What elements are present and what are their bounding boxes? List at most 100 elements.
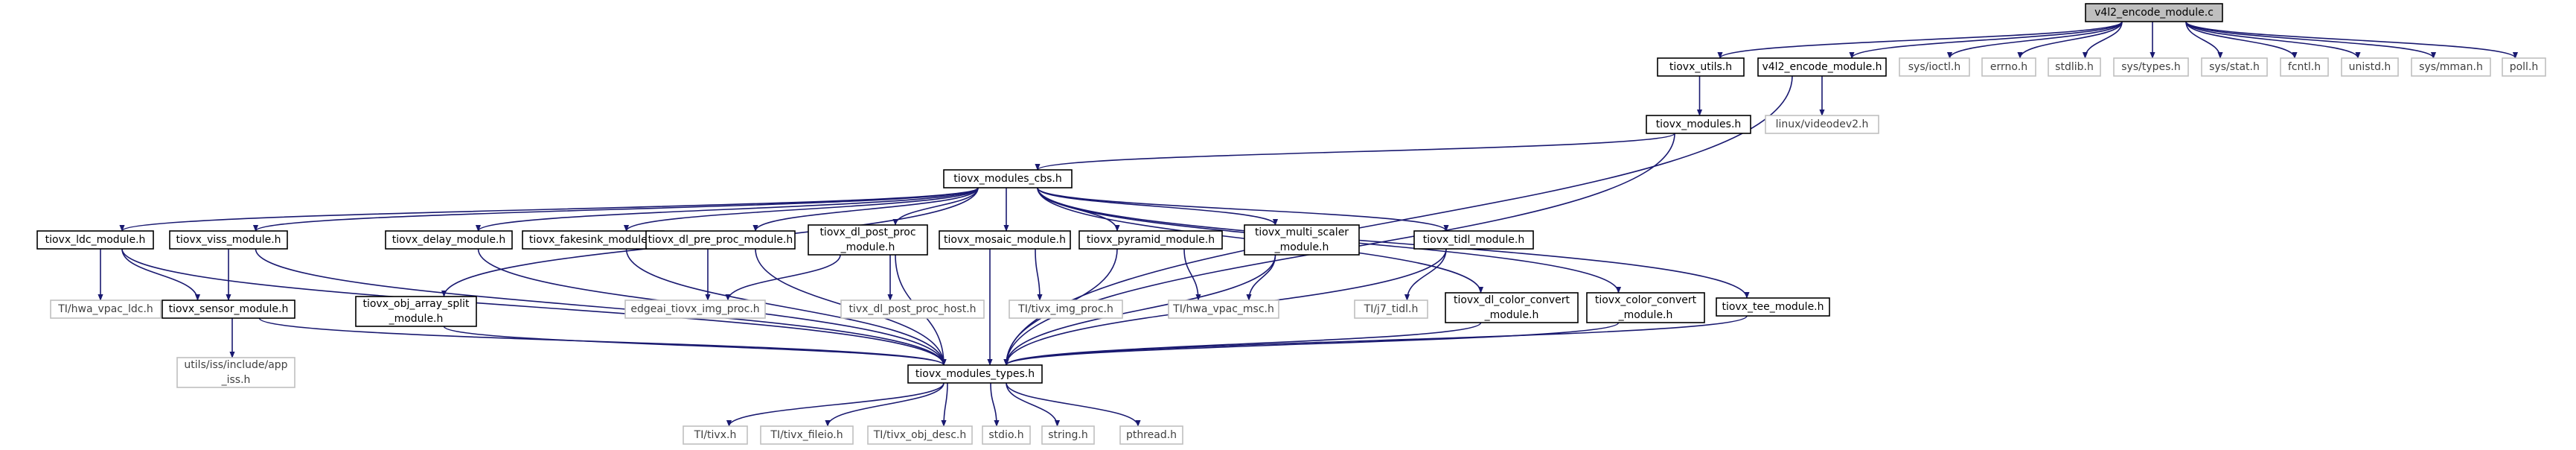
edge-root-to-errno [2017,21,2123,59]
edge-types-to-obj_desc [941,382,948,427]
node-box-pyramid [1078,230,1223,250]
node-sys_types: sys/types.h [2113,57,2189,77]
node-label-delay: tiovx_delay_module.h [392,234,506,246]
edge-dl_post-to-edgeai_img [725,254,841,301]
node-label-obj_desc: TI/tivx_obj_desc.h [873,429,967,441]
node-label-dl_pre: tiovx_dl_pre_proc_module.h [648,234,793,246]
node-mosaic[interactable]: tiovx_mosaic_module.h [939,230,1071,250]
node-box-pthread [1119,425,1183,445]
node-delay[interactable]: tiovx_delay_module.h [385,230,513,250]
node-color_convert[interactable]: tiovx_color_convert_module.h [1586,292,1705,323]
node-box-viss [169,230,288,250]
node-root[interactable]: v4l2_encode_module.c [2085,3,2223,22]
node-label-pyramid: tiovx_pyramid_module.h [1087,234,1215,246]
node-cbs[interactable]: tiovx_modules_cbs.h [943,169,1073,188]
node-dl_post_host: tivx_dl_post_proc_host.h [840,300,985,319]
nodes-layer: v4l2_encode_module.c tiovx_utils.h v4l2_en… [36,3,2546,445]
node-label-j7_tidl: TI/j7_tidl.h [1364,303,1419,315]
node-types[interactable]: tiovx_modules_types.h [907,364,1043,384]
node-box-obj_array [355,296,477,327]
node-ldc[interactable]: tiovx_ldc_module.h [36,230,154,250]
node-box-tee [1716,297,1830,317]
node-tivx: TI/tivx.h [683,425,748,445]
node-box-tiovx_utils [1657,57,1745,77]
edge-root-to-stdlib [2082,21,2123,59]
node-label-stdlib: stdlib.h [2055,61,2094,73]
edge-cbs-to-delay [476,187,979,232]
edge-cbs-to-viss [253,187,979,232]
node-label-stdio: stdio.h [988,429,1023,441]
node-box-stdio [982,425,1031,445]
edge-tee-to-types [1003,315,1748,366]
node-label-fcntl: fcntl.h [2288,61,2321,73]
node-hwa_ldc: TI/hwa_vpac_ldc.h [50,300,162,319]
node-label-viss: tiovx_viss_module.h [176,234,281,246]
node-box-sys_ioctl [1899,57,1970,77]
node-box-videodev2 [1765,115,1879,134]
node-box-hwa_ldc [50,300,162,319]
node-sys_ioctl: sys/ioctl.h [1899,57,1970,77]
edge-cbs-to-fakesink [624,187,979,232]
node-box-dl_color [1445,292,1579,323]
node-label-pthread: pthread.h [1126,429,1177,441]
node-pthread: pthread.h [1119,425,1183,445]
node-dl_pre[interactable]: tiovx_dl_pre_proc_module.h [645,230,796,250]
node-tivx_img_proc: TI/tivx_img_proc.h [1009,300,1123,319]
edge-cbs-to-dl_pre [752,187,979,232]
node-dl_color[interactable]: tiovx_dl_color_convert_module.h [1445,292,1579,323]
edge-pyramid-to-hwa_msc [1183,248,1201,301]
edge-tiovx_modules-to-cbs [1035,133,1675,171]
node-label-tidl: tiovx_tidl_module.h [1423,234,1524,246]
node-tiovx_utils[interactable]: tiovx_utils.h [1657,57,1745,77]
edge-root-to-fcntl [2185,21,2298,59]
node-app_iss: utils/iss/include/app_iss.h [176,357,295,388]
edge-types-to-fileio [825,382,945,427]
node-sensor[interactable]: tiovx_sensor_module.h [162,300,295,319]
node-pyramid[interactable]: tiovx_pyramid_module.h [1078,230,1223,250]
edge-root-to-unistd [2185,21,2361,59]
node-box-fakesink [522,230,665,250]
node-obj_array[interactable]: tiovx_obj_array_split_module.h [355,296,477,327]
node-box-sys_types [2113,57,2189,77]
node-label-tivx: TI/tivx.h [694,429,737,441]
node-box-mosaic [939,230,1071,250]
node-tee[interactable]: tiovx_tee_module.h [1716,297,1830,317]
node-poll: poll.h [2502,57,2546,77]
node-label-dl_color-line-2: _module.h [1484,309,1539,321]
edge-root-to-sys_stat [2185,21,2223,59]
node-box-errno [1981,57,2036,77]
node-label-sys_ioctl: sys/ioctl.h [1908,61,1960,73]
node-label-dl_post-line-2: _module.h [840,241,895,253]
node-errno: errno.h [1981,57,2036,77]
node-string: string.h [1041,425,1095,445]
edge-root-to-sys_ioctl [1946,21,2123,59]
node-multi_scaler[interactable]: tiovx_multi_scaler_module.h [1244,224,1360,256]
node-tiovx_modules[interactable]: tiovx_modules.h [1646,115,1751,134]
node-edgeai_img: edgeai_tiovx_img_proc.h [624,300,766,319]
node-viss[interactable]: tiovx_viss_module.h [169,230,288,250]
edge-cbs-to-ldc [119,187,979,232]
node-fileio: TI/tivx_fileio.h [760,425,854,445]
node-v4l2_encode_h[interactable]: v4l2_encode_module.h [1757,57,1887,77]
node-box-app_iss [176,357,295,388]
edge-tidl-to-j7_tidl [1404,248,1447,301]
node-box-hwa_msc [1168,300,1279,319]
node-label-edgeai_img: edgeai_tiovx_img_proc.h [630,303,759,315]
node-dl_post[interactable]: tiovx_dl_post_proc_module.h [808,224,928,256]
edge-types-to-string [1006,382,1061,427]
node-tidl[interactable]: tiovx_tidl_module.h [1413,230,1534,250]
node-box-multi_scaler [1244,224,1360,256]
edge-ldc-to-types [121,248,947,366]
node-fakesink[interactable]: tiovx_fakesink_module.h [522,230,665,250]
node-unistd: unistd.h [2341,57,2399,77]
node-box-tidl [1413,230,1534,250]
node-box-cbs [943,169,1073,188]
edge-mosaic-to-tivx_img_proc [1035,248,1043,301]
edge-root-to-sys_mman [2185,21,2436,59]
edge-obj_array-to-types [443,326,947,366]
node-label-tivx_img_proc: TI/tivx_img_proc.h [1017,303,1113,315]
edge-cbs-to-dl_post [892,187,979,226]
node-label-multi_scaler-line-1: tiovx_multi_scaler [1255,226,1349,238]
node-label-sys_stat: sys/stat.h [2209,61,2260,73]
node-box-dl_pre [645,230,796,250]
